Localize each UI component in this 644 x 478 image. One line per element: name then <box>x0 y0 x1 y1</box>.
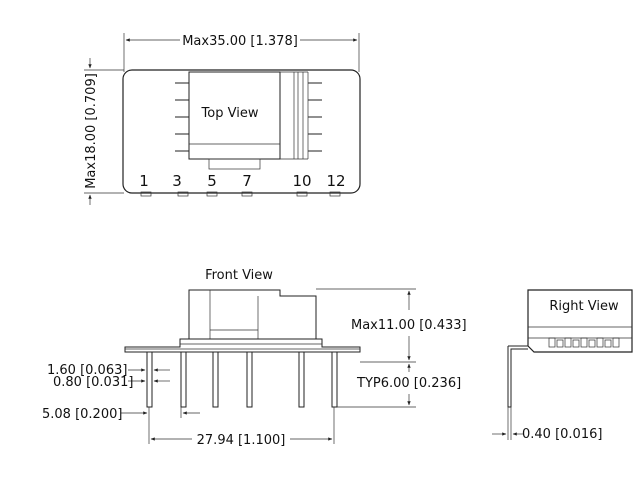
top-right-leads <box>308 82 322 152</box>
row-offset-label: 5.08 [0.200] <box>42 407 122 422</box>
span-label: 27.94 [1.100] <box>197 433 286 448</box>
pin-width-label: 1.60 [0.063] <box>47 363 127 378</box>
top-left-leads <box>175 82 189 152</box>
front-pin-length-label: TYP6.00 [0.236] <box>356 376 461 391</box>
pin-thickness-label: 0.80 [0.031] <box>53 375 133 390</box>
front-core <box>188 289 317 340</box>
pin-label-1: 1 <box>139 172 149 190</box>
front-view-title: Front View <box>205 268 273 283</box>
front-height-dimension: Max11.00 [0.433] TYP6.00 [0.236] <box>316 288 467 408</box>
top-height-dimension: Max18.00 [0.709] <box>84 58 124 205</box>
pin-label-10: 10 <box>292 172 311 190</box>
top-view-title: Top View <box>201 106 259 121</box>
right-view: Right View 0.40 [0.016] <box>492 289 633 442</box>
right-view-title: Right View <box>549 299 619 314</box>
front-span-dimension: 27.94 [1.100] <box>148 407 335 448</box>
pin-label-3: 3 <box>172 172 182 190</box>
top-view: Max35.00 [1.378] Max18.00 [0.709] <box>84 33 361 205</box>
right-body-outline <box>527 289 633 353</box>
pin-label-12: 12 <box>326 172 345 190</box>
front-pin-detail-dimension: 1.60 [0.063] 0.80 [0.031] <box>47 363 170 390</box>
top-width-label: Max35.00 [1.378] <box>182 34 298 49</box>
right-winding <box>548 337 620 348</box>
top-body-outline <box>122 69 361 194</box>
front-view: Front View Max11.00 [0.433] <box>42 268 467 448</box>
top-bobbin-lines <box>280 71 309 160</box>
right-lead <box>507 345 528 408</box>
front-height-label: Max11.00 [0.433] <box>351 318 467 333</box>
front-row-offset-dimension: 5.08 [0.200] <box>42 407 200 422</box>
pin-label-5: 5 <box>207 172 217 190</box>
top-pin-tabs <box>140 191 341 197</box>
front-pins <box>146 351 338 408</box>
pin-label-7: 7 <box>242 172 252 190</box>
front-bobbin <box>124 338 361 353</box>
lead-thickness-label: 0.40 [0.016] <box>522 427 602 442</box>
top-height-label: Max18.00 [0.709] <box>84 73 99 189</box>
top-width-dimension: Max35.00 [1.378] <box>123 33 360 72</box>
right-lead-dimension: 0.40 [0.016] <box>492 407 602 442</box>
